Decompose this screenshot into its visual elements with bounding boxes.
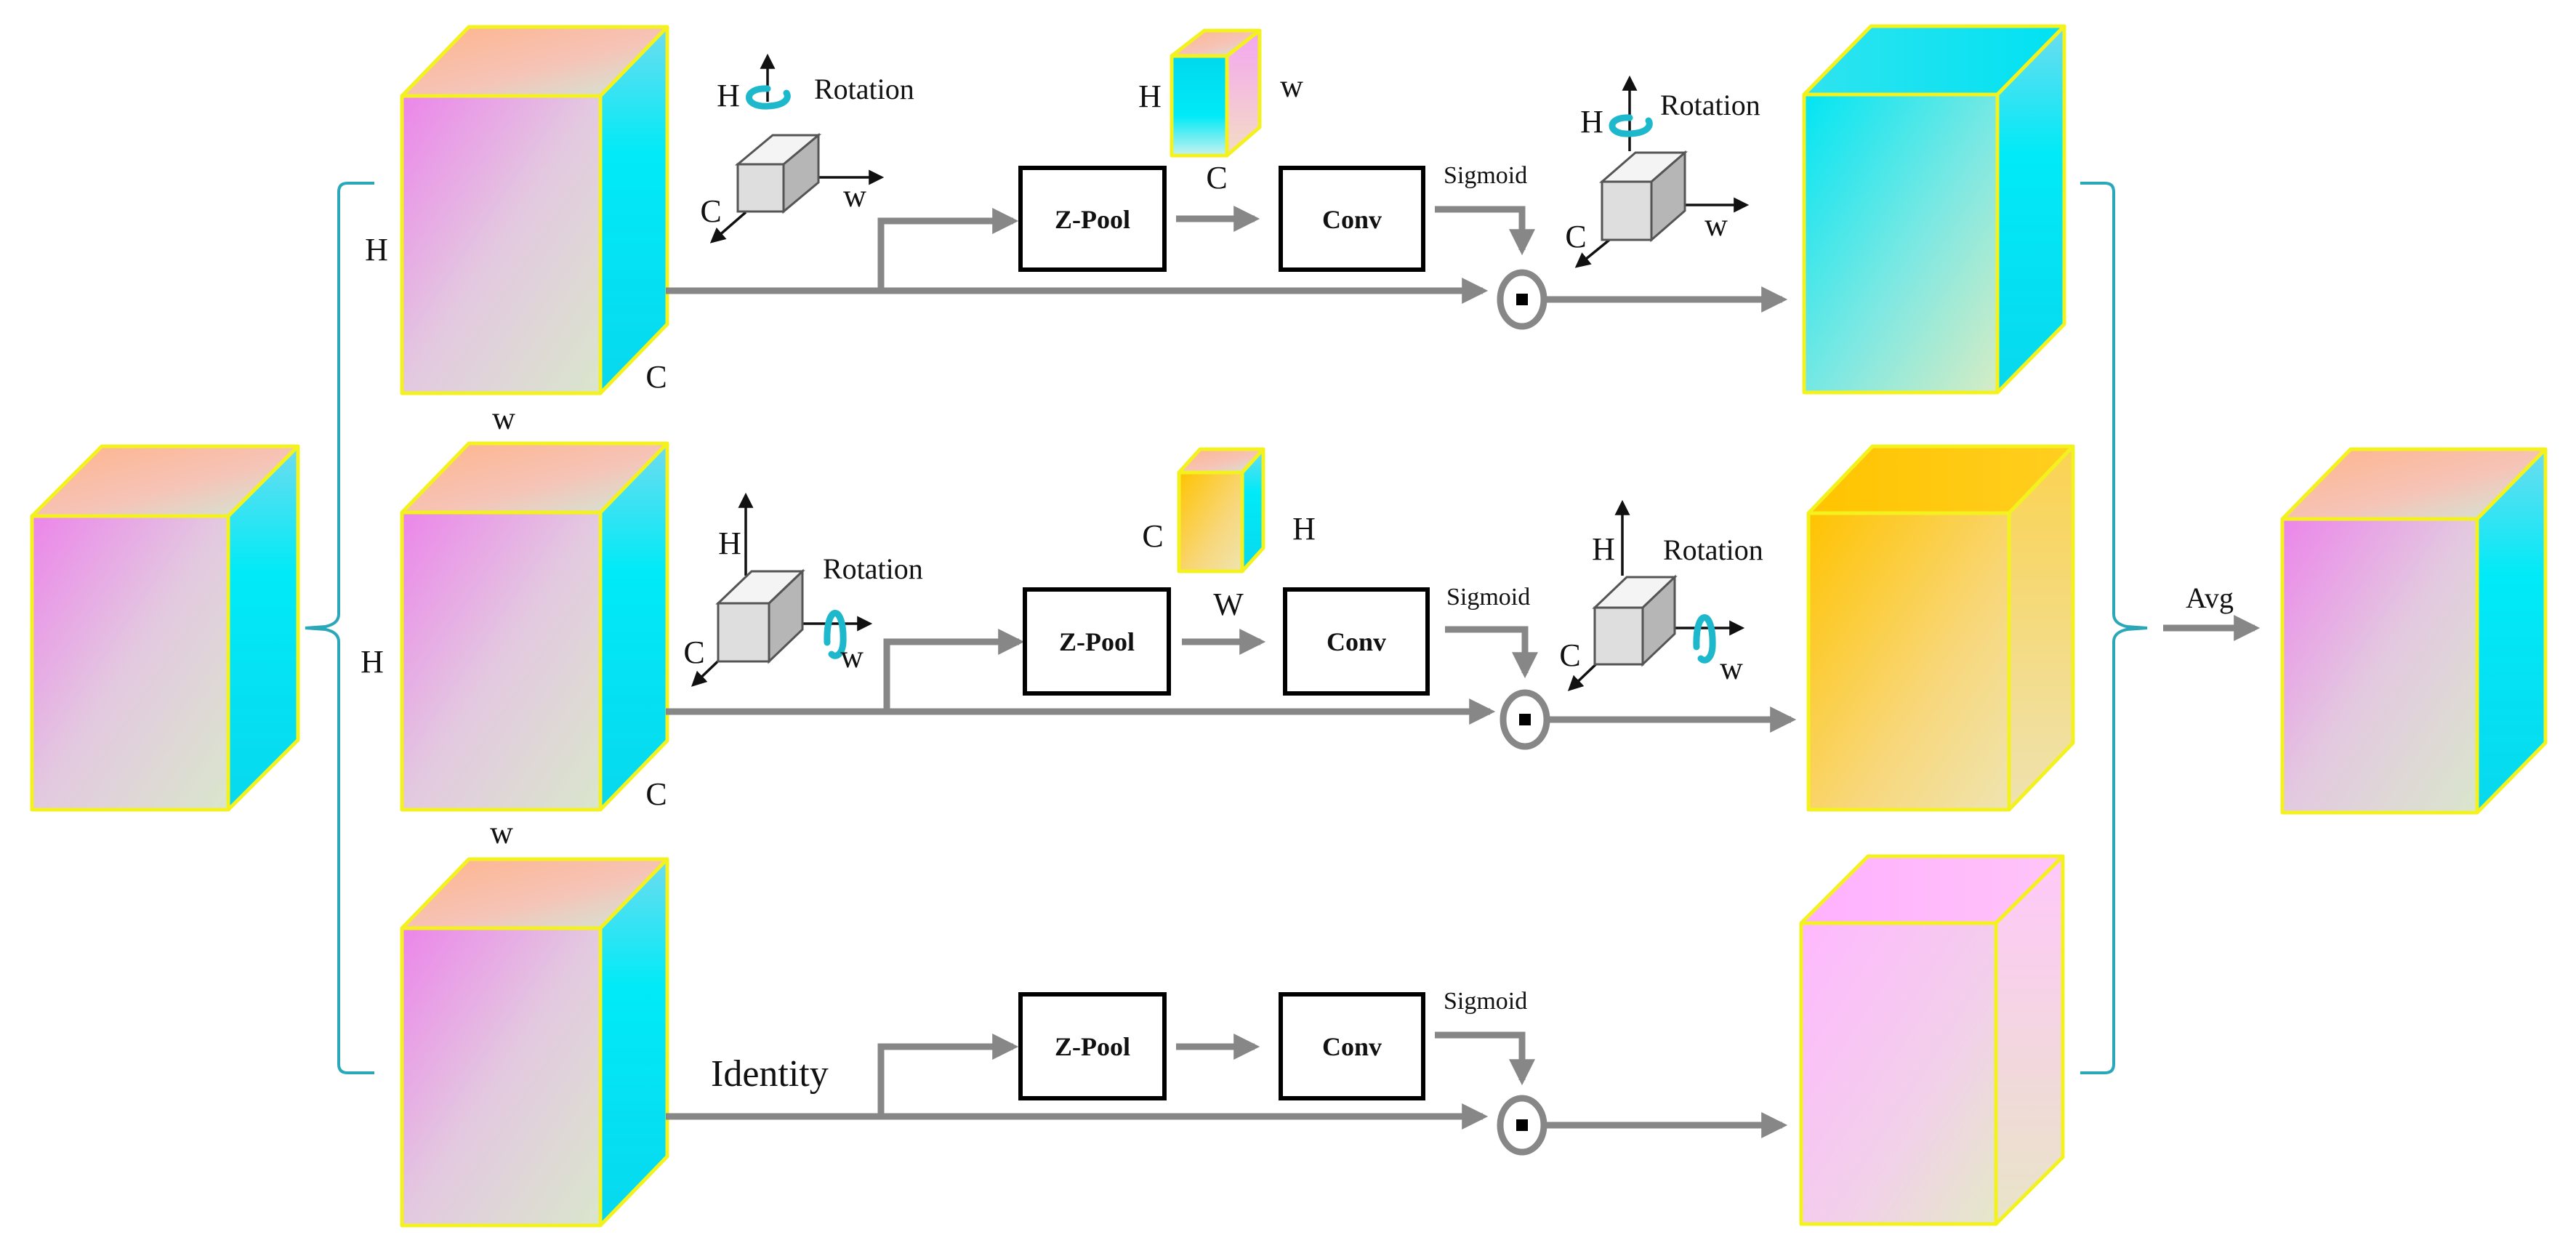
axis-label-w: w bbox=[1720, 651, 1743, 686]
branch2-rotation-glyph: H w C bbox=[683, 492, 873, 687]
axis-label-c: C bbox=[1565, 219, 1586, 254]
axis-label-w: w bbox=[840, 639, 864, 675]
branch1-multiply-node bbox=[1497, 269, 1547, 330]
sigmoid-label: Sigmoid bbox=[1444, 988, 1527, 1015]
zpool-label: Z-Pool bbox=[1055, 205, 1130, 234]
mini-dim-h: H bbox=[1292, 511, 1316, 547]
rotation-label: Rotation bbox=[1660, 89, 1760, 121]
dim-label-h: H bbox=[361, 644, 384, 680]
branch1-mini-cube bbox=[1170, 28, 1262, 158]
branch3-zpool-box: Z-Pool bbox=[1018, 992, 1167, 1100]
branch1-sigmoid-arrow bbox=[1435, 206, 1535, 256]
branch2-multiply-node bbox=[1500, 689, 1550, 750]
mini-dim-w: w bbox=[1280, 68, 1303, 104]
dim-label-w: w bbox=[492, 400, 515, 436]
branch3-output-cube bbox=[1799, 854, 2065, 1226]
branch1-zpool-box: Z-Pool bbox=[1018, 166, 1167, 272]
branch2-zpool-box: Z-Pool bbox=[1023, 587, 1171, 696]
axis-label-c: C bbox=[683, 635, 704, 670]
input-tensor-cube bbox=[30, 444, 300, 812]
branch2-output-cube bbox=[1806, 444, 2075, 812]
dim-label-w: w bbox=[490, 815, 513, 850]
zpool-label: Z-Pool bbox=[1059, 627, 1135, 656]
rotation-label: Rotation bbox=[814, 73, 914, 105]
conv-label: Conv bbox=[1322, 1032, 1382, 1061]
branch1-input-cube bbox=[400, 25, 669, 395]
branch3-sigmoid-arrow bbox=[1435, 1031, 1535, 1086]
mini-dim-w-upper: W bbox=[1213, 587, 1244, 622]
axis-label-c: C bbox=[700, 193, 721, 229]
conv-label: Conv bbox=[1322, 205, 1382, 234]
dim-label-h: H bbox=[365, 232, 388, 267]
branch1-rotation-glyph: H w C bbox=[700, 53, 885, 243]
branch3-zpool-arrow bbox=[877, 1034, 1019, 1116]
branch1-output-rotation-glyph: H w C bbox=[1565, 75, 1750, 268]
mini-dim-c: C bbox=[1206, 160, 1227, 196]
branch1-zpool-arrow bbox=[877, 208, 1019, 291]
mini-dim-c: C bbox=[1142, 518, 1163, 554]
dim-label-c: C bbox=[645, 776, 667, 812]
axis-label-h: H bbox=[718, 526, 741, 561]
axis-label-h: H bbox=[1592, 531, 1615, 567]
axis-label-h: H bbox=[1580, 104, 1603, 140]
branch1-conv-box: Conv bbox=[1279, 166, 1425, 272]
branch2-sigmoid-arrow bbox=[1445, 626, 1538, 679]
branch3-multiply-node bbox=[1497, 1095, 1547, 1156]
branch2-mini-cube bbox=[1177, 447, 1265, 573]
right-brace bbox=[2080, 182, 2148, 1074]
axis-label-h: H bbox=[717, 78, 740, 113]
sigmoid-label: Sigmoid bbox=[1446, 584, 1530, 611]
branch3-input-cube bbox=[400, 857, 669, 1228]
branch2-conv-box: Conv bbox=[1283, 587, 1430, 696]
mini-dim-h: H bbox=[1138, 78, 1162, 114]
zpool-label: Z-Pool bbox=[1055, 1032, 1130, 1061]
final-output-cube bbox=[2280, 447, 2548, 815]
axis-label-c: C bbox=[1559, 637, 1580, 673]
left-brace bbox=[305, 182, 374, 1074]
axis-label-w: w bbox=[1704, 207, 1728, 243]
dim-label-c: C bbox=[645, 359, 667, 395]
branch2-output-rotation-glyph: H w C bbox=[1559, 499, 1745, 691]
sigmoid-label: Sigmoid bbox=[1444, 162, 1527, 189]
conv-label: Conv bbox=[1327, 627, 1386, 656]
branch2-input-cube bbox=[400, 441, 669, 812]
rotation-label: Rotation bbox=[1663, 534, 1763, 566]
branch3-conv-box: Conv bbox=[1279, 992, 1425, 1100]
identity-label: Identity bbox=[711, 1053, 829, 1095]
axis-label-w: w bbox=[843, 178, 866, 214]
rotation-label: Rotation bbox=[823, 552, 923, 585]
branch1-output-cube bbox=[1802, 24, 2066, 395]
branch2-zpool-arrow bbox=[883, 629, 1025, 712]
avg-label: Avg bbox=[2186, 581, 2234, 614]
